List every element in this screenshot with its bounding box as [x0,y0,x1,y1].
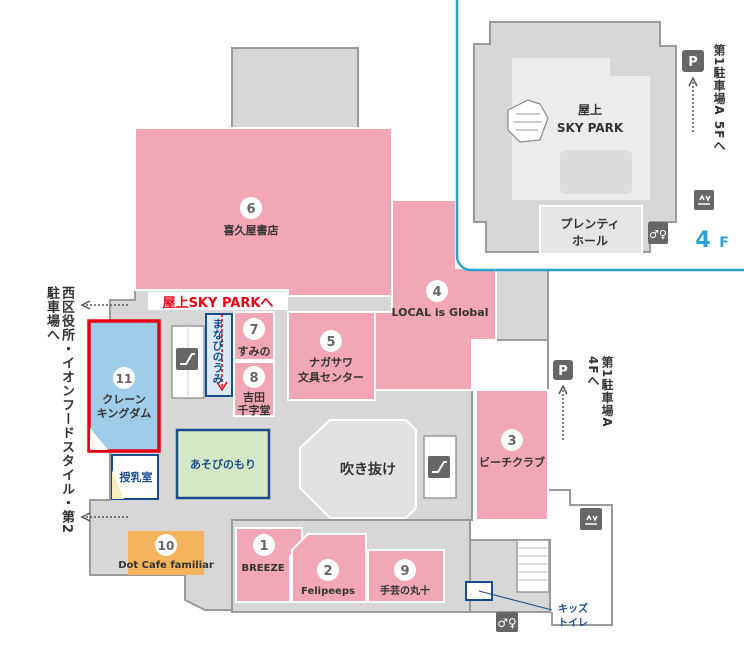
kids-toilet-label-1: キッズ [558,602,588,615]
svg-text:9: 9 [400,564,409,579]
svg-text:♂♀: ♂♀ [497,616,517,630]
svg-text:2: 2 [323,564,332,579]
svg-text:千字堂: 千字堂 [238,403,271,417]
svg-text:6: 6 [246,202,255,217]
parking-badge-right [553,360,573,380]
right-direction-label: 第1駐車場A 4Fへ [586,356,614,428]
inset-hall-line2: ホール [572,234,608,248]
svg-text:BREEZE: BREEZE [241,563,284,574]
svg-text:吉田: 吉田 [243,390,265,404]
manabi-label: まなびのうみ [211,318,224,384]
svg-text:手芸の丸十: 手芸の丸十 [380,584,430,597]
svg-text:7: 7 [249,323,258,338]
svg-text:文具センター: 文具センター [298,370,364,384]
svg-text:5: 5 [326,335,335,350]
svg-text:ナガサワ: ナガサワ [309,355,353,369]
asobi-no-mori-area[interactable] [175,428,271,500]
restroom-icon [496,612,518,632]
svg-text:♂♀: ♂♀ [649,228,667,241]
shop-labels: 喜久屋書店 LOCAL is Global ナガサワ 文具センター すみの 吉田… [97,223,545,597]
svg-text:8: 8 [249,371,258,386]
shop-6-area[interactable] [134,127,393,297]
stairs-right [516,539,550,593]
svg-text:11: 11 [116,372,133,386]
manabi-no-umi-area[interactable] [205,313,233,397]
rooftop-banner[interactable]: 屋上SKY PARKへ [163,296,274,311]
svg-text:3: 3 [507,434,516,449]
svg-text:すみの: すみの [238,345,271,358]
shop-3-area[interactable] [475,389,549,521]
rooftop-banner-bg [148,292,288,310]
asobi-label: あそびのもり [190,457,256,471]
shop-number-markers: 6 4 5 7 8 11 3 10 1 2 9 [113,197,523,581]
svg-text:Felipeeps: Felipeeps [301,586,355,597]
shop-1-area[interactable] [235,527,303,603]
nursing-label: 授乳室 [120,470,153,484]
svg-text:10: 10 [158,539,175,553]
left-direction-label: 西区役所・イオンフードスタイル・第2駐車場へ [44,286,74,535]
floor-suffix: F [719,235,729,251]
atrium-label: 吹き抜け [340,461,396,478]
shop-5-area[interactable] [287,311,376,401]
inset-rooftop-line1: 屋上 [578,102,602,117]
svg-text:Dot Cafe familiar: Dot Cafe familiar [118,560,214,571]
floor-number: 4 [695,228,710,253]
svg-text:4: 4 [432,285,441,300]
inset-map: ♂♀ P 屋上 SKY PARK プレンティ ホール 4 F [455,0,744,272]
inset-hall-line1: プレンティ [560,216,619,231]
svg-text:P: P [558,364,568,379]
right-corridor [547,340,613,626]
svg-text:LOCAL is Global: LOCAL is Global [392,306,489,319]
inset-rooftop-line2: SKY PARK [557,121,624,135]
svg-text:ビーチクラブ: ビーチクラブ [479,455,545,469]
atrium [299,419,417,519]
svg-text:1: 1 [259,539,268,554]
svg-text:喜久屋書店: 喜久屋書店 [224,223,279,237]
inset-parking-label: 第1駐車場A 5Fへ [712,44,726,153]
svg-text:P: P [688,55,698,70]
kids-toilet-label-2: トイレ [558,617,588,629]
svg-text:キングダム: キングダム [97,406,152,420]
svg-text:クレーン: クレーン [102,393,145,406]
